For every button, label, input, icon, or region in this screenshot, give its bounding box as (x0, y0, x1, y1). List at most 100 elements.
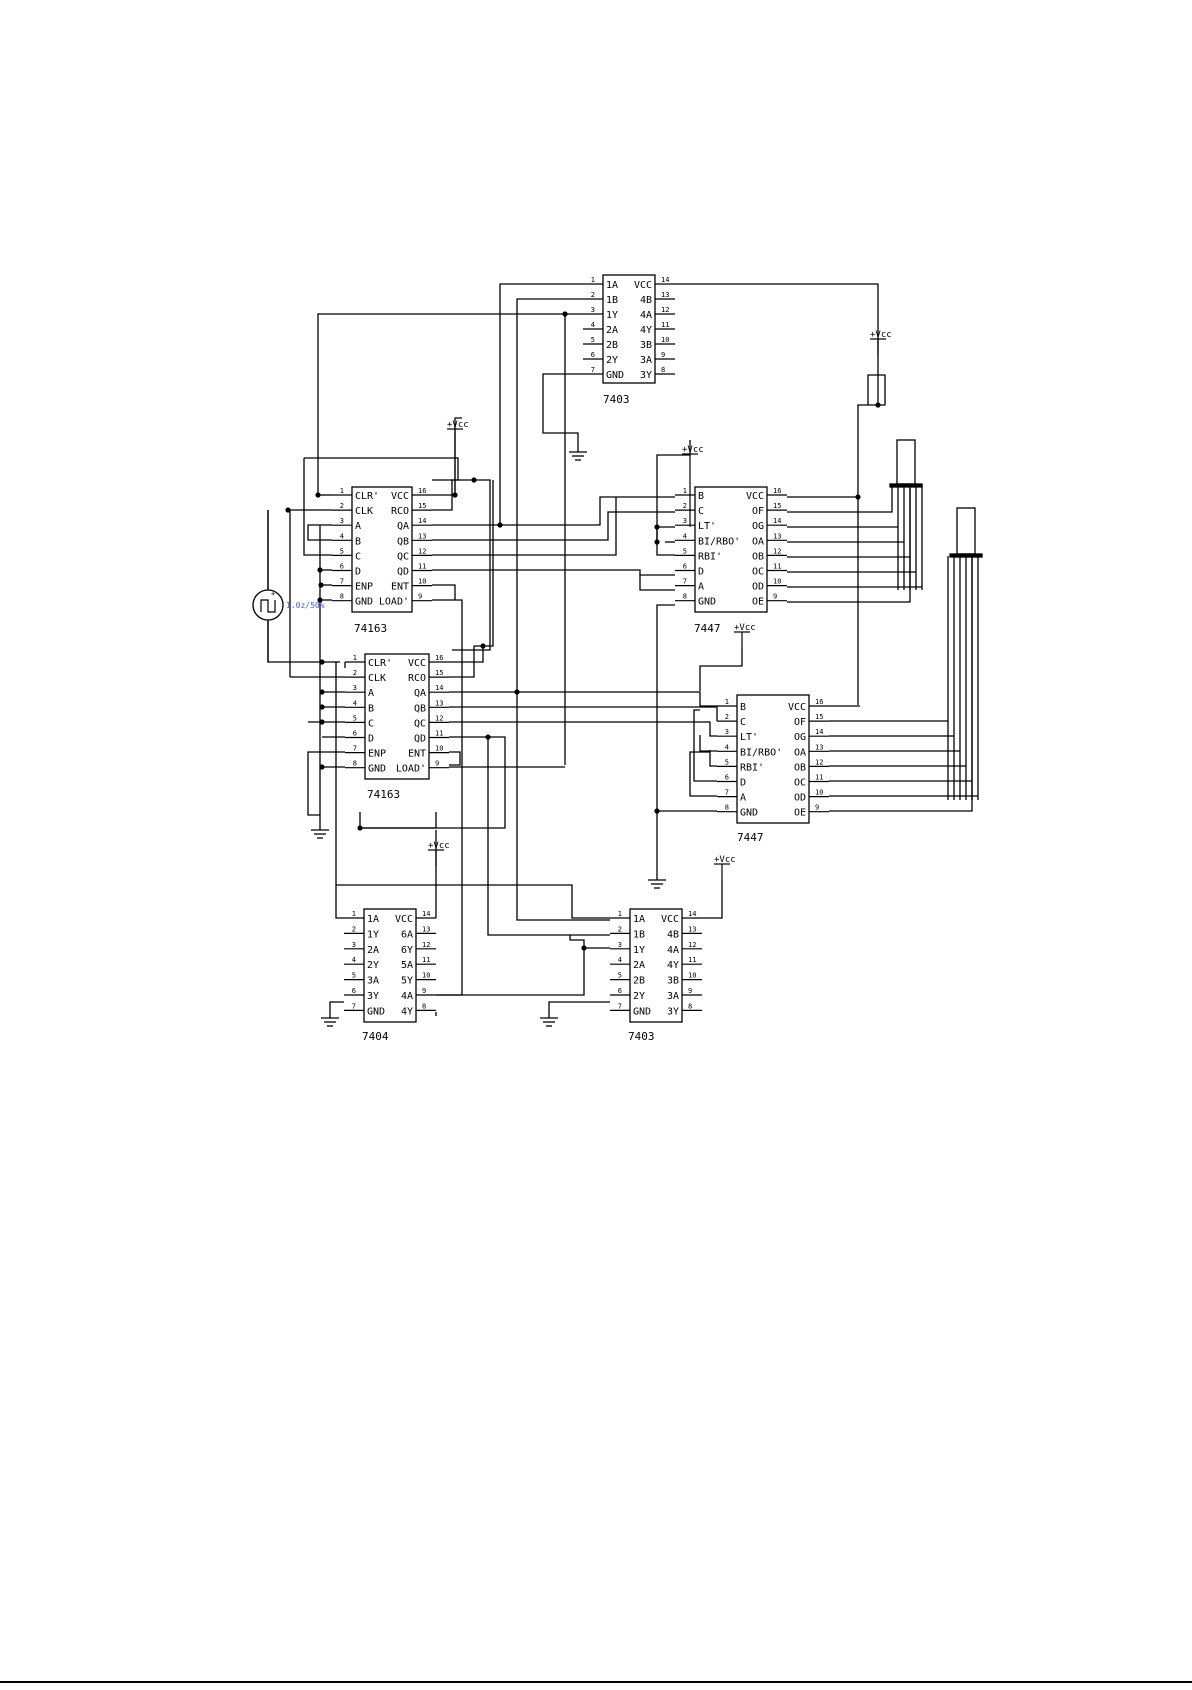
pin-label: OF (794, 717, 806, 728)
wire (516, 298, 583, 693)
pin-label: ENT (408, 749, 426, 760)
pin-label: QB (397, 536, 409, 547)
pin-number: 6 (352, 987, 356, 995)
junction-dot (514, 689, 520, 695)
pin-label: LT' (698, 521, 716, 532)
pin-label: 3Y (367, 991, 379, 1002)
pin-number: 11 (661, 321, 669, 329)
chip-name: 7447 (694, 622, 721, 635)
wire (432, 497, 617, 556)
pin-label: C (368, 718, 374, 729)
pin-number: 10 (815, 789, 823, 797)
pin-label: 1A (367, 914, 379, 925)
pin-number: 11 (815, 774, 823, 782)
junction-dot (357, 825, 363, 831)
wire (709, 750, 717, 767)
pin-number: 14 (418, 517, 426, 525)
chip-body (364, 653, 430, 780)
pin-label: GND (698, 597, 716, 608)
ground-symbols (311, 451, 666, 1027)
pin-label: 4A (401, 991, 413, 1002)
pin-number: 10 (418, 578, 426, 586)
pin-label: RBI' (740, 762, 764, 773)
vcc-label: +Vcc (428, 841, 450, 851)
pin-label: 5Y (401, 976, 413, 987)
junction-dot (855, 494, 861, 500)
pin-label: OG (752, 521, 764, 532)
junction-dot (319, 659, 325, 665)
pin-label: ENT (391, 582, 409, 593)
pin-number: 7 (340, 578, 344, 586)
pin-number: 6 (725, 774, 729, 782)
pin-label: RCO (408, 673, 426, 684)
wire (449, 480, 494, 678)
chip-body (363, 908, 417, 1023)
pin-label: QC (414, 718, 426, 729)
pin-number: 14 (435, 684, 443, 692)
pin-label: GND (633, 1006, 651, 1017)
pin-label: 2Y (633, 991, 645, 1002)
pin-label: 4Y (667, 960, 679, 971)
pin-number: 2 (618, 925, 622, 933)
pin-number: 8 (422, 1002, 426, 1010)
pin-label: A (698, 582, 704, 593)
pin-label: QB (414, 703, 426, 714)
ground-icon (321, 1017, 339, 1027)
ground-icon (648, 879, 666, 889)
wires (267, 283, 978, 1018)
vcc-label: +Vcc (734, 623, 756, 633)
wire (829, 556, 973, 812)
wire (702, 880, 723, 919)
chip-name: 7403 (603, 393, 630, 406)
wire (699, 648, 743, 691)
wire (499, 283, 583, 527)
pin-label: 2A (367, 945, 379, 956)
pin-number: 12 (688, 941, 696, 949)
wire (432, 569, 675, 576)
pin-label: OD (752, 582, 764, 593)
pin-number: 1 (618, 910, 622, 918)
pin-number: 10 (773, 578, 781, 586)
wire (449, 691, 717, 707)
pin-number: 10 (422, 972, 430, 980)
pin-number: 11 (418, 563, 426, 571)
wire (689, 751, 717, 797)
display-1-bus (889, 483, 923, 488)
junction-dot (319, 704, 325, 710)
pin-number: 15 (773, 502, 781, 510)
pin-number: 13 (773, 532, 781, 540)
pin-number: 12 (418, 547, 426, 555)
pin-number: 10 (688, 972, 696, 980)
pin-label: 1Y (606, 310, 618, 321)
pin-number: 3 (618, 941, 622, 949)
vcc-symbol: +Vcc (682, 445, 704, 470)
pin-label: GND (368, 764, 386, 775)
junction-dot (654, 808, 660, 814)
pin-number: 10 (661, 336, 669, 344)
pin-label: VCC (395, 914, 413, 925)
pin-label: RBI' (698, 551, 722, 562)
chip-name: 74163 (354, 622, 387, 635)
wire (449, 706, 718, 721)
wire (432, 496, 675, 526)
pin-label: QA (414, 688, 426, 699)
pin-label: GND (355, 597, 373, 608)
wire (449, 646, 484, 663)
pin-label: 3B (640, 340, 652, 351)
pin-label: B (740, 702, 746, 713)
pin-label: 3A (667, 991, 679, 1002)
pin-label: 4Y (640, 325, 652, 336)
junction-dot (315, 492, 321, 498)
pin-label: ENP (355, 582, 373, 593)
clock-source: +1.0z/50% (252, 589, 325, 621)
pin-label: OA (752, 536, 764, 547)
vcc-label: +Vcc (870, 330, 892, 340)
junction-dot (654, 539, 660, 545)
display-1-body (896, 439, 916, 485)
pin-number: 3 (591, 306, 595, 314)
pin-label: 4Y (401, 1006, 413, 1017)
pin-label: 2Y (606, 355, 618, 366)
wire (307, 751, 345, 816)
